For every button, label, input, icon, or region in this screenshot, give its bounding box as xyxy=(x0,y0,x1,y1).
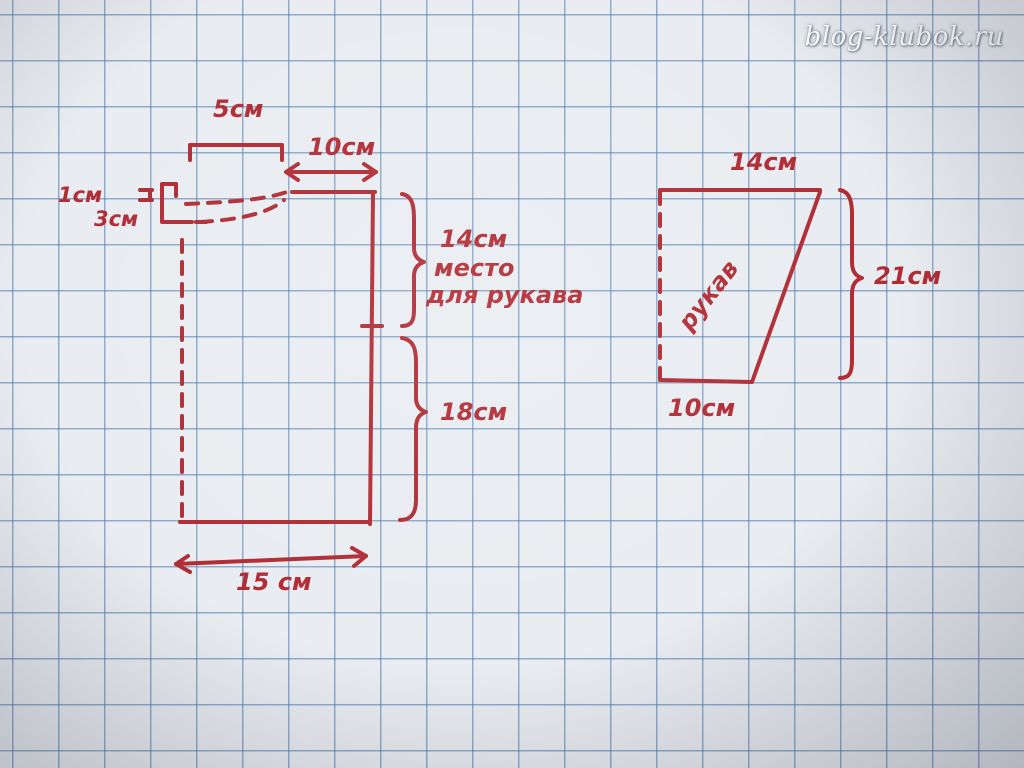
dim-10-head-left xyxy=(284,162,300,182)
neckline-front xyxy=(184,188,294,206)
label-21cm: 21см xyxy=(874,262,941,290)
body-dimensions xyxy=(174,143,428,574)
labels: 5см 10см 1см 3см 14см место для рукава 1… xyxy=(58,95,941,596)
side-edge xyxy=(368,190,375,526)
label-sleeve-area-1: место xyxy=(434,254,515,282)
label-sleeve-14cm: 14см xyxy=(730,148,797,176)
label-sleeve-10cm: 10см xyxy=(668,394,735,422)
dim-15-arrow xyxy=(174,554,368,566)
dim-10-head-right xyxy=(362,162,378,182)
dim-18-brace xyxy=(398,336,428,522)
label-5cm: 5см xyxy=(213,95,264,123)
dim-21-brace xyxy=(838,188,864,380)
sleeve-panel xyxy=(658,188,864,384)
dim-15-head-left xyxy=(174,554,192,574)
neck-bracket xyxy=(160,182,194,224)
label-1cm: 1см xyxy=(58,183,102,207)
neckline-back xyxy=(198,198,286,224)
dim-5-bracket xyxy=(188,143,284,162)
label-10cm: 10см xyxy=(308,133,375,161)
sleeve-diagonal-edge xyxy=(750,190,822,384)
dim-15-head-right xyxy=(350,546,368,568)
sleeve-bottom-edge xyxy=(658,378,754,384)
label-sleeve-name: рукав xyxy=(672,255,744,336)
label-sleeve-area-2: для рукава xyxy=(425,281,583,309)
watermark: blog-klubok.ru xyxy=(804,22,1004,52)
body-panel xyxy=(138,182,384,526)
label-15cm: 15 см xyxy=(236,568,312,596)
label-3cm: 3см xyxy=(94,207,138,231)
dim-14-brace xyxy=(400,192,426,328)
label-18cm: 18см xyxy=(440,398,507,426)
label-14cm: 14см xyxy=(440,225,507,253)
